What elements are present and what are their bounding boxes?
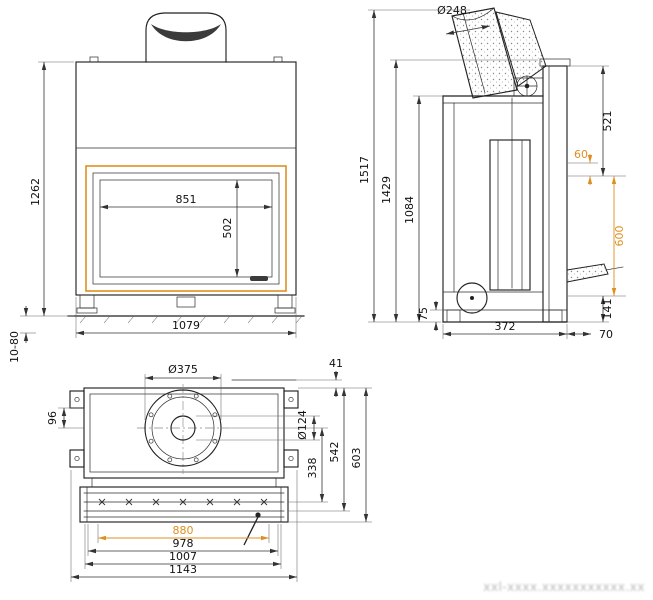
mounting-tab [283, 449, 299, 468]
dim-label-1079: 1079 [172, 319, 200, 332]
handle-lever [566, 263, 609, 283]
side-view: Ø248 1517 1429 1084 521 60 [358, 4, 626, 341]
top-view: Ø375 41 Ø124 96 338 [46, 357, 372, 582]
side-foot-front [446, 309, 461, 323]
foot-right [277, 294, 293, 309]
dim-front-overall-width: 1079 [75, 297, 297, 338]
duct-circle [456, 282, 488, 314]
dim-front-overall-height: 1262 [20, 61, 74, 317]
door-handle [250, 276, 268, 281]
dim-side-glass-height: 600 [567, 176, 626, 297]
dim-label-96: 96 [46, 411, 59, 425]
side-foot-rear [548, 309, 563, 323]
dim-label-70: 70 [599, 328, 613, 341]
dim-label-1143: 1143 [169, 563, 197, 576]
lifting-lug-right [273, 56, 283, 63]
rear-column-cap [539, 58, 571, 67]
dim-top-depth-mid: 542 [288, 388, 350, 512]
dim-top-depth-center: 338 [229, 427, 328, 503]
dim-side-base-front: 75 [417, 301, 445, 331]
dim-front-glass-height: 502 [221, 180, 240, 277]
dim-label-141: 141 [601, 299, 614, 320]
dim-top-width-total: 1143 [70, 470, 298, 582]
top-body-inner [89, 393, 279, 473]
dim-label-41: 41 [329, 357, 343, 370]
dim-side-depth-offset: 70 [567, 328, 613, 341]
dim-label-60: 60 [574, 148, 588, 161]
dim-label-1007: 1007 [169, 550, 197, 563]
handle-top-view [243, 516, 259, 546]
dim-label-1084: 1084 [403, 196, 416, 224]
duct-center [470, 296, 474, 300]
pulley-hub [524, 83, 530, 89]
flue-inner-pipe [170, 415, 196, 441]
dim-label-375: Ø375 [168, 363, 198, 376]
dim-top-width-frame: 1007 [84, 524, 282, 569]
flue-pipe-rim [451, 7, 495, 21]
dim-top-inner-diameter: Ø124 [196, 410, 320, 441]
dim-side-depth-body: 372 [442, 320, 568, 339]
dim-label-600: 600 [613, 226, 626, 247]
dim-label-75: 75 [417, 307, 430, 321]
dim-label-542: 542 [328, 442, 341, 463]
dim-label-10-80: 10-80 [8, 331, 21, 363]
dim-label-978: 978 [173, 537, 194, 550]
dim-side-flue-diameter: Ø248 [437, 4, 491, 35]
dim-top-rear-offset: 41 [296, 357, 372, 397]
dim-label-1429: 1429 [380, 176, 393, 204]
foot-right-plate [274, 307, 296, 314]
foot-left-plate [76, 307, 98, 314]
dim-label-521: 521 [601, 111, 614, 132]
front-frame-outline [79, 486, 289, 523]
glass-pane-outline [99, 179, 273, 278]
door-frame-inner [92, 172, 280, 285]
dim-side-height-body: 1084 [403, 95, 443, 322]
dim-label-248: Ø248 [437, 4, 467, 17]
dim-label-338: 338 [306, 458, 319, 479]
dim-top-depth-total: 603 [288, 388, 372, 523]
ground-hatch [79, 315, 303, 324]
foot-center [176, 296, 196, 308]
front-body-outline [75, 61, 297, 296]
dim-top-flue-diameter: Ø375 [144, 363, 222, 420]
dim-front-foot-range: 10-80 [8, 306, 36, 363]
mounting-tab [69, 449, 85, 468]
dim-side-base-height: 141 [567, 296, 614, 323]
heat-exchanger-panel [489, 139, 531, 291]
dim-label-1262: 1262 [29, 178, 42, 206]
flue-adapter [145, 12, 227, 63]
dim-label-1517: 1517 [358, 156, 371, 184]
dim-label-502: 502 [221, 218, 234, 239]
dim-side-top-section: 521 [567, 65, 626, 177]
dim-top-width-inner: 978 [87, 524, 279, 556]
dim-label-851: 851 [176, 193, 197, 206]
dim-side-gap: 60 [567, 148, 598, 185]
mounting-tab [283, 390, 299, 409]
flue-flange-inner [151, 396, 215, 460]
watermark: xxl-xxxx.xxxxxxxxxxx.xx [483, 580, 645, 594]
lifting-lug-left [89, 56, 99, 63]
dim-label-880: 880 [173, 524, 194, 537]
fixing-marks [98, 498, 268, 506]
dim-label-124: Ø124 [296, 410, 309, 440]
door-frame-accent [85, 165, 287, 292]
dim-side-height-mid: 1429 [380, 59, 538, 322]
dim-front-glass-width: 851 [100, 193, 272, 210]
front-view: 851 502 1262 1079 10-80 [8, 12, 305, 363]
rear-column [542, 65, 568, 323]
top-body-outline [83, 387, 285, 479]
dim-side-height-total: 1517 [358, 9, 470, 323]
dim-top-width-glass: 880 [97, 524, 270, 543]
flue-adapter-opening [151, 24, 221, 42]
dim-label-603: 603 [350, 448, 363, 469]
mounting-tab [69, 390, 85, 409]
flue-flange-outer [144, 389, 222, 467]
dim-top-side-offset: 96 [46, 407, 84, 429]
dim-label-372: 372 [495, 320, 516, 333]
foot-left [79, 294, 95, 309]
handle-knob [255, 512, 261, 518]
